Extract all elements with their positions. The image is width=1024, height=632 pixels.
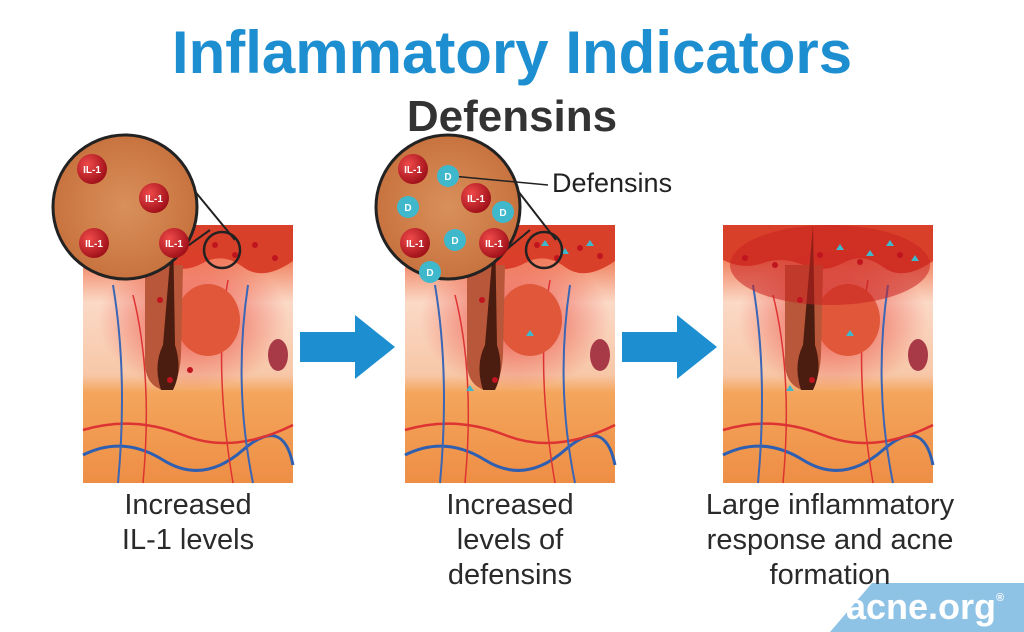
panel-3-skin [721, 223, 935, 485]
defensin-molecule: D [397, 196, 419, 218]
acne-org-logo: acne.org® [846, 586, 1004, 628]
page-title: Inflammatory Indicators [171, 19, 853, 86]
caption-line: Increased [446, 489, 574, 521]
logo-text: acne.org [846, 586, 997, 627]
caption-line: levels of [456, 524, 564, 556]
il1-dots [157, 242, 903, 383]
svg-text:D: D [451, 236, 458, 247]
caption-line: response and acne [706, 524, 954, 556]
caption-line: Large inflammatory [705, 489, 955, 521]
il1-molecule: IL-1 [461, 183, 491, 213]
il1-molecule: IL-1 [77, 154, 107, 184]
svg-text:IL-1: IL-1 [145, 194, 163, 205]
caption-line: IL-1 levels [121, 524, 255, 556]
il1-molecule: IL-1 [159, 228, 189, 258]
caption-line: formation [769, 559, 891, 591]
svg-text:D: D [404, 203, 411, 214]
svg-text:D: D [444, 172, 451, 183]
logo-band [830, 583, 1024, 632]
svg-text:IL-1: IL-1 [83, 165, 101, 176]
defensin-dots [466, 240, 919, 391]
svg-text:D: D [499, 208, 506, 219]
svg-text:IL-1: IL-1 [85, 239, 103, 250]
caption-line: defensins [447, 559, 573, 591]
il1-molecule: IL-1 [139, 183, 169, 213]
svg-text:IL-1: IL-1 [404, 165, 422, 176]
svg-text:IL-1: IL-1 [485, 239, 503, 250]
defensin-molecule: D [437, 165, 459, 187]
defensin-molecule: D [492, 201, 514, 223]
panel-3-caption: Large inflammatory response and acne for… [670, 488, 990, 593]
defensin-molecule: D [444, 229, 466, 251]
svg-text:IL-1: IL-1 [467, 194, 485, 205]
svg-text:IL-1: IL-1 [406, 239, 424, 250]
registered-mark: ® [996, 592, 1005, 604]
arrow-right-icon [622, 315, 717, 379]
il1-molecule: IL-1 [400, 228, 430, 258]
il1-molecule: IL-1 [79, 228, 109, 258]
il1-molecule: IL-1 [398, 154, 428, 184]
caption-line: Increased [124, 489, 252, 521]
arrow-right-icon [300, 315, 395, 379]
page-subtitle: Defensins [406, 92, 618, 141]
defensin-molecule: D [419, 261, 441, 283]
il1-molecule: IL-1 [479, 228, 509, 258]
svg-text:D: D [426, 268, 433, 279]
panel-2-caption: Increased levels of defensins [350, 488, 670, 593]
defensins-callout-label: Defensins [552, 168, 673, 198]
svg-text:IL-1: IL-1 [165, 239, 183, 250]
panel-1-caption: Increased IL-1 levels [28, 488, 348, 558]
